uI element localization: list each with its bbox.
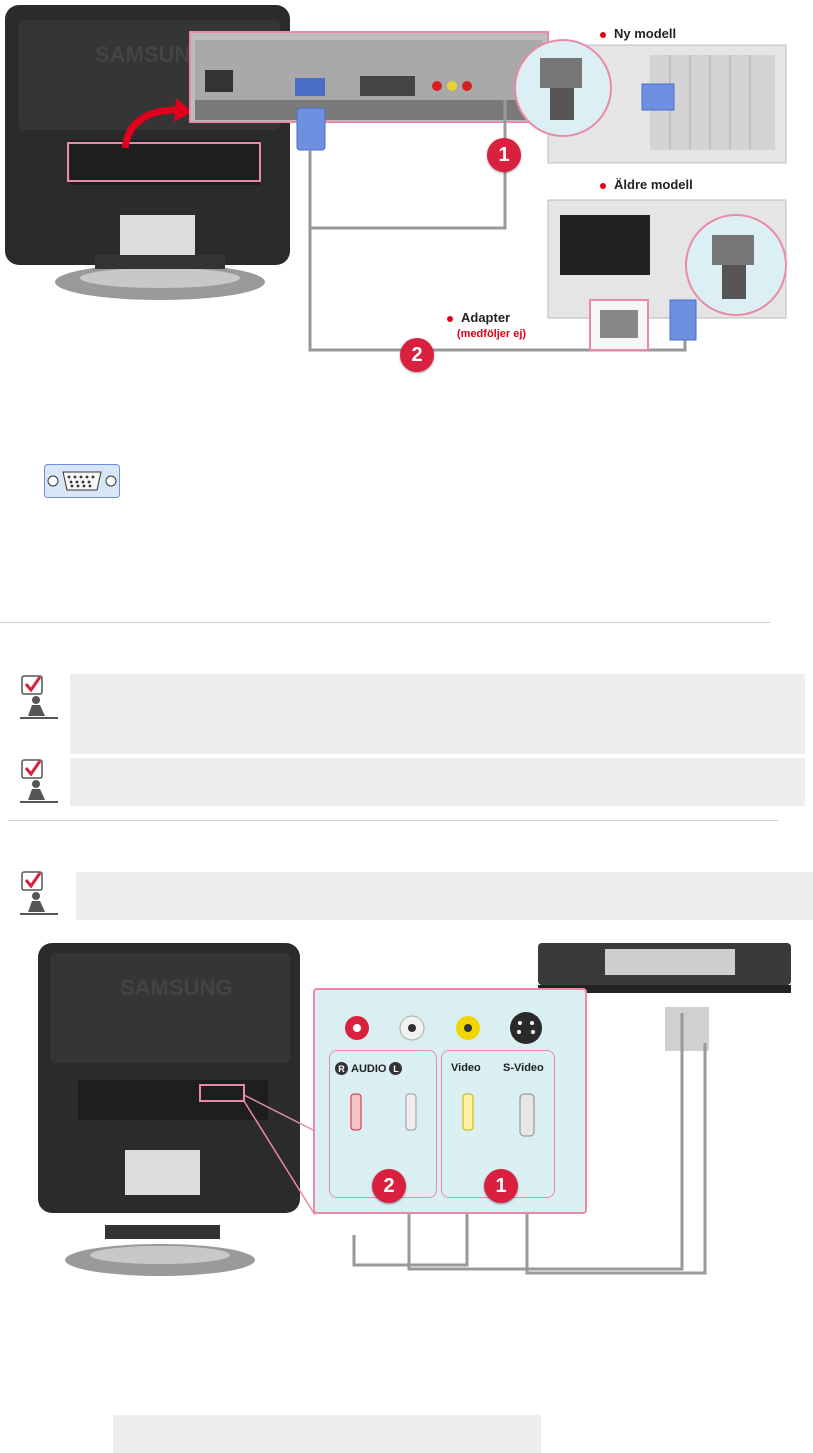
note-text-box-3: [76, 872, 813, 920]
svg-text:SAMSUNG: SAMSUNG: [120, 975, 232, 1000]
note-text-box-2: [70, 758, 805, 806]
svideo-jack-label: S-Video: [503, 1062, 544, 1074]
new-model-label-text: Ny modell: [614, 26, 676, 41]
av-plugs-svg: [315, 1086, 585, 1196]
pc-connection-diagram: SAMSUNG: [0, 0, 813, 380]
new-model-label: Ny modell: [600, 26, 676, 41]
audio-label-text: AUDIO: [351, 1063, 386, 1075]
monitor-back-image: SAMSUNG: [38, 943, 300, 1276]
av-connection-diagram: SAMSUNG: [0, 935, 813, 1280]
audio-l-marker: L: [389, 1062, 402, 1075]
step-badge-1: 1: [487, 138, 521, 172]
audio-r-marker: R: [335, 1062, 348, 1075]
note-text-box-1: [70, 674, 805, 754]
audio-jack-label: R AUDIO L: [335, 1062, 402, 1075]
adapter-label: Adapter: [447, 310, 510, 325]
dsub-connector-svg: [44, 464, 120, 498]
section-divider: [8, 820, 778, 821]
bottom-info-box: [113, 1415, 541, 1453]
bullet-dot: [600, 183, 606, 189]
bullet-dot: [600, 32, 606, 38]
step-badge-1: 1: [484, 1169, 518, 1203]
adapter-note-label: (medföljer ej): [457, 328, 526, 340]
video-jack-label: Video: [451, 1062, 481, 1074]
note-row-1: [18, 674, 805, 754]
old-model-label-text: Äldre modell: [614, 177, 693, 192]
step-badge-2: 2: [372, 1169, 406, 1203]
section-divider: [0, 622, 770, 623]
note-checkmark-icon: [18, 758, 63, 804]
old-model-label: Äldre modell: [600, 177, 693, 192]
bullet-dot: [447, 316, 453, 322]
note-checkmark-icon: [18, 674, 63, 720]
note-checkmark-icon: [18, 870, 63, 916]
adapter-label-text: Adapter: [461, 310, 510, 325]
note-row-2: [18, 758, 805, 806]
note-row-3: [18, 870, 813, 918]
dsub-connector-icon: [44, 464, 120, 498]
step-badge-2: 2: [400, 338, 434, 372]
av-jack-panel: R AUDIO L Video S-Video: [313, 988, 587, 1214]
